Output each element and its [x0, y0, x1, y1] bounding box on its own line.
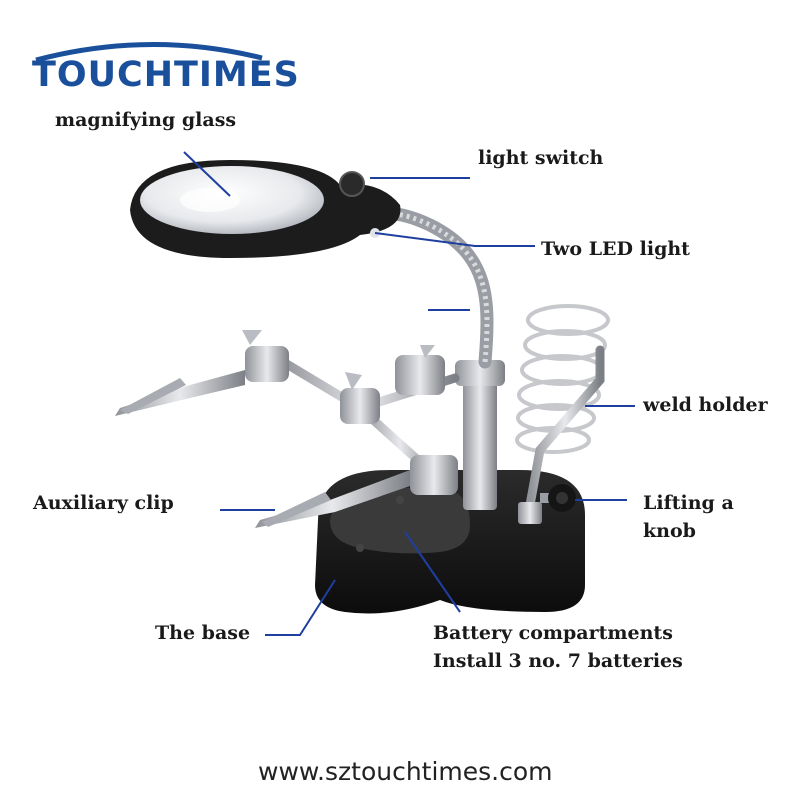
leader-two-led-light — [374, 232, 535, 247]
base — [315, 470, 585, 614]
clip-arms — [242, 330, 460, 495]
stand-post — [455, 360, 505, 510]
label-lifting-knob-line1: Lifting a — [643, 492, 734, 514]
magnifier — [130, 160, 401, 258]
label-light-switch: light switch — [478, 147, 604, 169]
label-magnifying-glass: magnifying glass — [55, 109, 237, 131]
label-the-base: The base — [155, 622, 251, 644]
label-lifting-knob-line2: knob — [643, 520, 696, 542]
label-weld-holder: weld holder — [643, 394, 768, 416]
lifting-knob — [540, 484, 576, 512]
leader-the-base — [265, 579, 336, 636]
alligator-clips — [115, 370, 410, 528]
leader-battery — [404, 531, 461, 613]
leader-lines — [183, 151, 635, 636]
brand-logo: TOUCHTIMES — [32, 55, 300, 95]
logo-arc — [35, 42, 263, 63]
label-two-led-light: Two LED light — [541, 238, 690, 260]
gooseneck — [388, 207, 494, 369]
weld-holder — [515, 304, 610, 524]
label-battery-line2: Install 3 no. 7 batteries — [433, 650, 683, 672]
website-url: www.sztouchtimes.com — [258, 757, 553, 786]
label-auxiliary-clip: Auxiliary clip — [33, 492, 174, 514]
leader-magnifying-glass — [183, 151, 231, 197]
label-battery-line1: Battery compartments — [433, 622, 673, 644]
